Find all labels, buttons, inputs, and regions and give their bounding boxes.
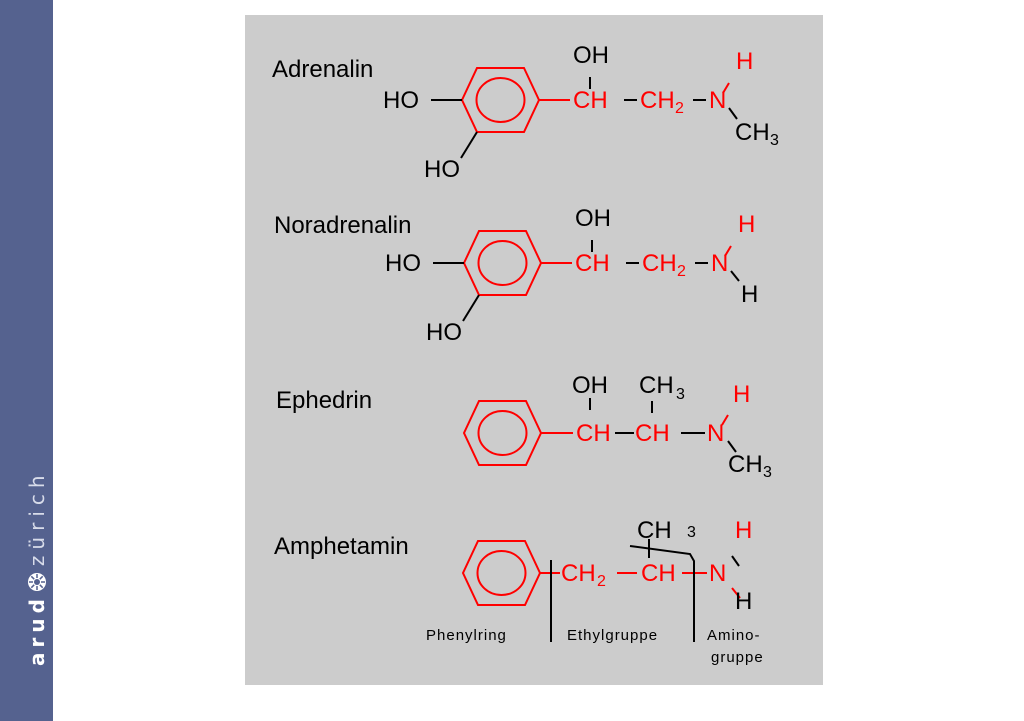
group-label-phenylring: Phenylring (426, 627, 507, 644)
amine-hydrogen: H (736, 48, 753, 75)
hydroxy-label: HO (385, 250, 421, 277)
group-label-amino: Amino- (707, 627, 761, 644)
molecule-name: Amphetamin (274, 533, 409, 560)
brand-name-zurich: zürich (25, 469, 49, 567)
hydroxy-label: OH (575, 205, 611, 232)
amine-hydrogen: H (733, 381, 750, 408)
chain-atom: CH (635, 420, 670, 447)
hydroxy-label: OH (573, 42, 609, 69)
methyl-label: CH (639, 372, 674, 399)
chain-atom: CH (640, 87, 675, 114)
chain-atom: CH (561, 560, 596, 587)
methyl-subscript: 3 (770, 132, 779, 149)
hydroxy-label: HO (383, 87, 419, 114)
methyl-subscript: 3 (676, 386, 685, 403)
group-dividers (550, 545, 695, 642)
chain-atom: CH (642, 250, 677, 277)
hydroxy-label: HO (426, 319, 462, 346)
benzene-ring (460, 67, 541, 133)
molecule-amphetamin: Amphetamin CH 3 CH 2 CH N H H Phenylring… (274, 517, 764, 666)
nitrogen-atom: N (709, 87, 726, 114)
methyl-label: CH (637, 517, 672, 544)
hydroxy-label: HO (424, 156, 460, 183)
chain-atom: CH (576, 420, 611, 447)
hydroxy-label: OH (572, 372, 608, 399)
amine-hydrogen: H (735, 517, 752, 544)
amine-hydrogen: H (735, 588, 752, 615)
chain-atom: CH (573, 87, 608, 114)
bond-n-h (721, 414, 729, 426)
nitrogen-atom: N (711, 250, 728, 277)
benzene-ring (462, 400, 543, 466)
chain-subscript: 2 (677, 263, 686, 280)
amine-hydrogen: H (741, 281, 758, 308)
molecule-name: Ephedrin (276, 387, 372, 414)
chain-subscript: 2 (675, 100, 684, 117)
brand-name-arud: arud (25, 594, 49, 666)
chain-atom: CH (641, 560, 676, 587)
structure-diagram: Adrenalin HO HO OH CH CH 2 N H CH 3 Nora… (272, 42, 779, 666)
bonds-black (589, 398, 737, 453)
bond-n-h (724, 245, 732, 257)
molecule-name: Noradrenalin (274, 212, 411, 239)
sidebar: arud zürich (0, 0, 53, 721)
flower-logo-icon (28, 573, 46, 592)
methyl-subscript: 3 (687, 524, 696, 541)
bond-n-h (722, 82, 730, 94)
chain-subscript: 2 (597, 573, 606, 590)
methyl-label: CH (728, 451, 763, 478)
brand-logo: arud zürich (25, 469, 49, 666)
molecule-panel: Adrenalin HO HO OH CH CH 2 N H CH 3 Nora… (245, 15, 823, 685)
benzene-ring (462, 230, 543, 296)
molecule-ephedrin: Ephedrin OH CH 3 CH CH N H CH 3 (276, 372, 772, 481)
nitrogen-atom: N (709, 560, 726, 587)
bonds-black (431, 77, 738, 159)
molecule-noradrenalin: Noradrenalin HO HO OH CH CH 2 N H H (274, 205, 758, 346)
bonds-black (433, 240, 740, 322)
nitrogen-atom: N (707, 420, 724, 447)
chain-atom: CH (575, 250, 610, 277)
molecule-name: Adrenalin (272, 56, 373, 83)
group-label-gruppe: gruppe (711, 649, 764, 666)
methyl-subscript: 3 (763, 464, 772, 481)
group-label-ethylgruppe: Ethylgruppe (567, 627, 658, 644)
methyl-label: CH (735, 119, 770, 146)
benzene-ring (461, 540, 542, 606)
amine-hydrogen: H (738, 211, 755, 238)
molecule-adrenalin: Adrenalin HO HO OH CH CH 2 N H CH 3 (272, 42, 779, 183)
